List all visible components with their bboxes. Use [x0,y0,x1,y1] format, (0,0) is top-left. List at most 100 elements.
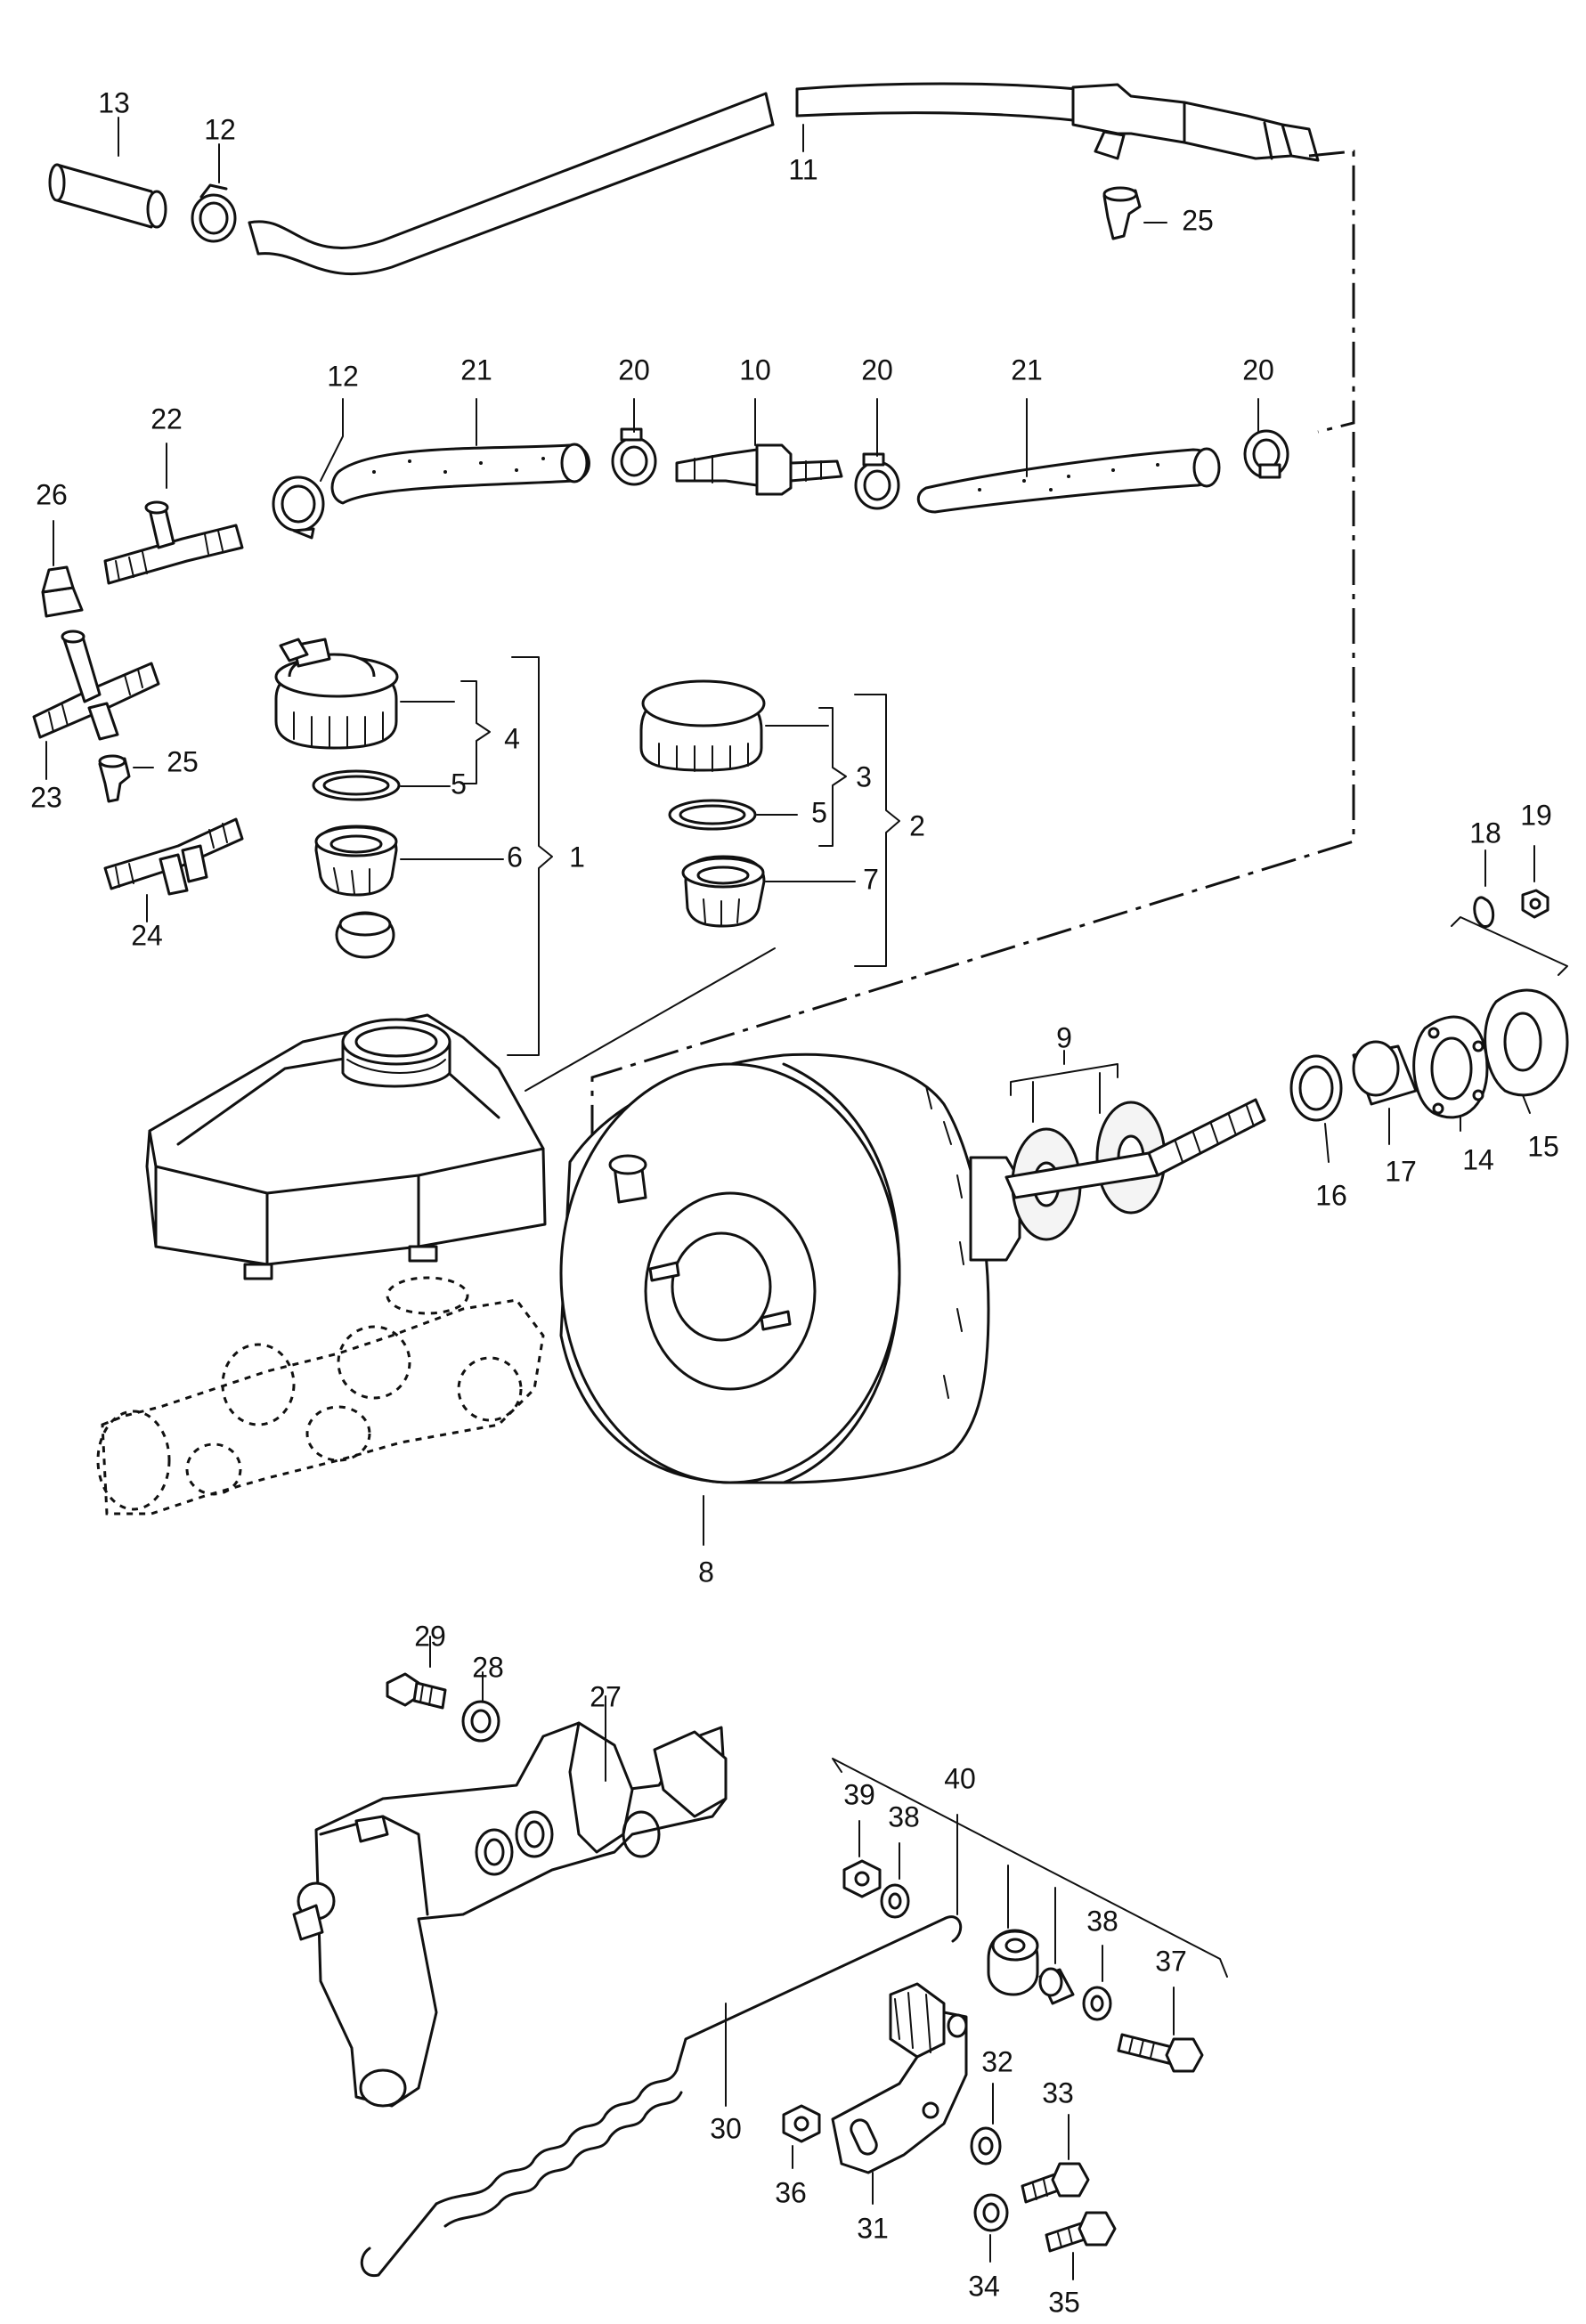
pedal-bracket-27 [292,1721,728,2108]
callout-31: 31 [857,2212,889,2244]
callout-4: 4 [504,722,520,754]
float-6 [335,911,395,959]
callout-21-right: 21 [1011,353,1043,386]
callout-34: 34 [968,2270,1000,2302]
callout-9: 9 [1056,1021,1072,1053]
callout-25-top: 25 [1182,204,1214,236]
bolt-29 [386,1672,447,1710]
cross-fitting-23 [32,630,160,741]
leader-12-row [320,398,344,482]
brace-1 [507,656,553,1056]
washer-38-b [1082,1986,1112,2021]
bushing-16 [1289,1054,1343,1122]
bushing-40a [987,1929,1039,1996]
brace-18-19 [1451,916,1568,976]
callout-15: 15 [1527,1130,1559,1162]
callout-22: 22 [150,402,183,435]
seal-5-right [668,799,757,831]
strainer-6 [314,825,398,897]
callout-2: 2 [909,809,925,841]
hose-texture [372,457,1159,492]
hose-clamp-20-b [854,452,900,510]
bolt-37 [1117,2033,1204,2073]
hose-clamp-20-c [1243,429,1289,479]
callout-19: 19 [1520,799,1552,831]
nut-39 [842,1859,882,1898]
callout-35: 35 [1048,2286,1080,2318]
vacuum-hose-11 [248,82,1320,276]
callout-5-left: 5 [451,768,467,800]
callout-14: 14 [1462,1143,1494,1175]
callout-labels: 13 12 11 25 12 21 20 10 20 21 20 22 26 2… [30,86,1559,2318]
callout-1: 1 [569,841,585,873]
brace-9 [1010,1063,1118,1096]
short-hose-13 [48,163,167,229]
callout-25-left: 25 [167,745,199,777]
callout-38-b: 38 [1086,1905,1118,1937]
leader-9-pointers [1032,1072,1101,1123]
callout-27: 27 [590,1680,622,1712]
callout-13: 13 [98,86,130,118]
callout-16: 16 [1315,1179,1347,1211]
hose-21-left [330,443,590,505]
return-spring-30 [360,1915,963,2278]
lock-washer-34 [973,2193,1009,2232]
callout-20-b: 20 [861,353,893,386]
leader-15 [1522,1094,1531,1114]
strainer-7 [681,855,766,928]
callout-20-a: 20 [618,353,650,386]
push-rod [1004,1098,1266,1199]
callout-38-a: 38 [888,1800,920,1832]
callout-7: 7 [863,863,879,895]
brace-2 [854,694,900,967]
hose-clamp-20-a [611,427,657,486]
callout-12-row: 12 [327,360,359,392]
nut-36 [782,2104,821,2143]
routing-line-to-booster [590,432,1355,1175]
callout-33: 33 [1042,2076,1074,2109]
sleeve-17 [1352,1040,1418,1106]
callout-32: 32 [981,2045,1013,2077]
brace-40 [832,1758,1228,1978]
connector-10 [675,443,843,496]
cap-assembly-3 [639,679,766,772]
flange-14 [1412,1015,1489,1119]
callout-20-c: 20 [1242,353,1274,386]
seal-5-left [312,769,401,801]
callout-36: 36 [775,2176,807,2208]
callout-29: 29 [414,1620,446,1652]
brace-4 [460,680,491,784]
callout-17: 17 [1385,1155,1417,1187]
tee-fitting-24 [103,817,244,896]
callout-3: 3 [856,760,872,792]
callout-6: 6 [507,841,523,873]
sleeve-40b [1038,1967,1075,2005]
callout-8: 8 [698,1556,714,1588]
callout-10: 10 [739,353,771,386]
callout-26: 26 [36,478,68,510]
hose-21-right [916,447,1221,514]
plate-15 [1484,988,1569,1097]
callout-21-left: 21 [460,353,492,386]
cap-26 [41,565,84,618]
master-cylinder-outline [96,1276,545,1515]
callout-40: 40 [944,1762,976,1794]
clip-18 [1473,896,1495,928]
nut-19 [1521,889,1549,919]
bolt-35 [1045,2211,1117,2253]
washer-38-a [880,1883,910,1919]
callout-12-top: 12 [204,113,236,145]
hose-clamp-12-row [272,475,325,540]
brake-booster-8 [559,1052,1021,1484]
callout-39: 39 [843,1778,875,1810]
tee-fitting-22 [103,500,244,585]
callout-24: 24 [131,919,163,951]
callout-11: 11 [788,153,817,185]
bolt-33 [1021,2162,1090,2204]
callout-28: 28 [472,1651,504,1683]
leader-2-to-reservoir [525,947,776,1092]
cap-assembly-4 [274,638,399,750]
brace-3 [818,707,847,847]
